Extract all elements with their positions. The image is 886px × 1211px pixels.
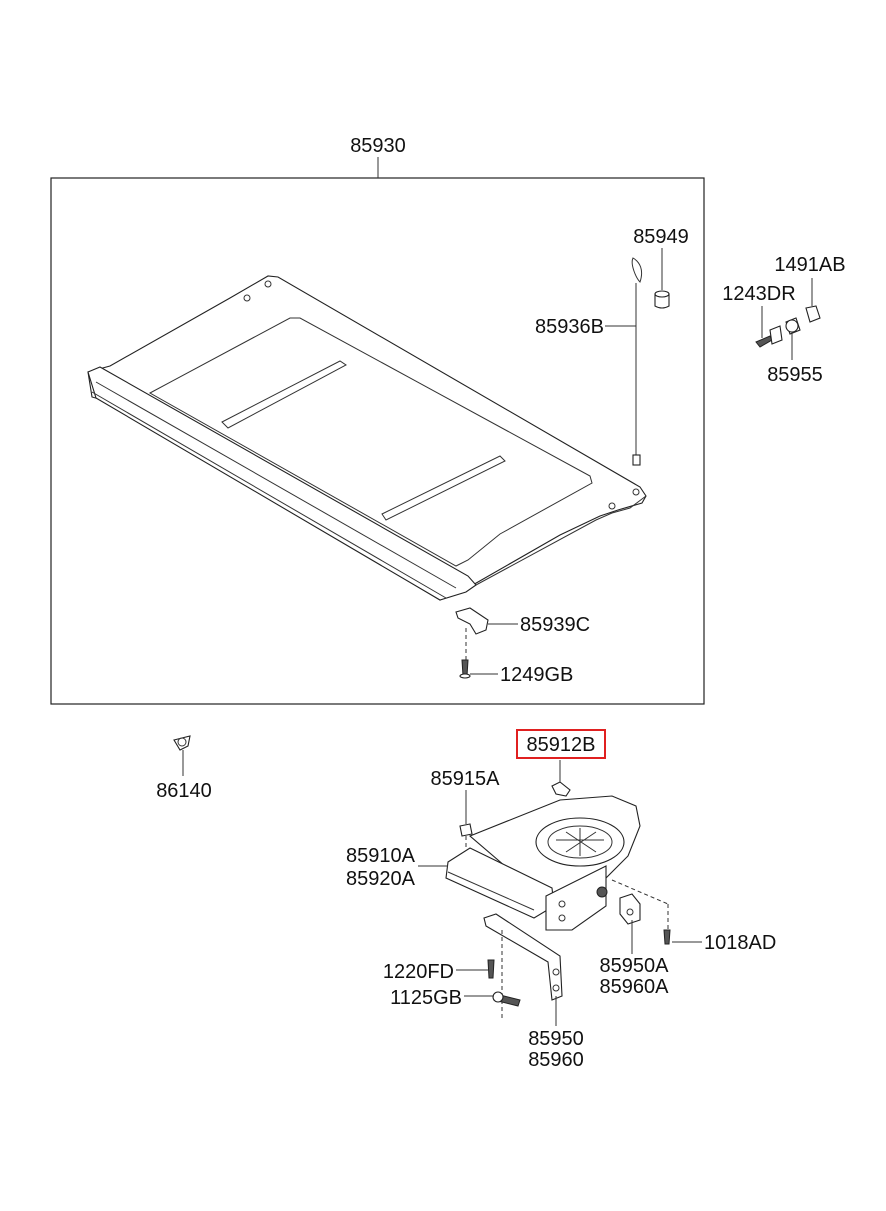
label-85910A[interactable]: 85910A (346, 845, 416, 867)
strap-wire-drawing (631, 257, 670, 466)
label-85920A[interactable]: 85920A (346, 868, 416, 890)
label-85950A[interactable]: 85950A (600, 955, 670, 977)
label-1125GB[interactable]: 1125GB (390, 987, 462, 1009)
label-85930[interactable]: 85930 (350, 135, 406, 157)
label-85949[interactable]: 85949 (633, 226, 689, 248)
label-85912B[interactable]: 85912B (527, 734, 596, 756)
label-86140[interactable]: 86140 (156, 780, 212, 802)
label-85915A[interactable]: 85915A (431, 768, 501, 790)
label-1249GB[interactable]: 1249GB (500, 664, 573, 686)
label-1220FD[interactable]: 1220FD (383, 961, 454, 983)
tire-tray-drawing (445, 781, 671, 1020)
label-1018AD[interactable]: 1018AD (704, 932, 776, 954)
label-85939C[interactable]: 85939C (520, 614, 590, 636)
label-85960[interactable]: 85960 (528, 1049, 584, 1071)
label-1243DR[interactable]: 1243DR (722, 283, 795, 305)
highlight-box-85912B (516, 729, 606, 759)
clip-86140-drawing (173, 735, 191, 751)
label-85960A[interactable]: 85960A (600, 976, 670, 998)
label-1491AB[interactable]: 1491AB (774, 254, 845, 276)
label-85936B[interactable]: 85936B (535, 316, 604, 338)
luggage-board-drawing (87, 275, 647, 601)
label-85950[interactable]: 85950 (528, 1028, 584, 1050)
clip-and-screw-drawing (455, 607, 489, 679)
hardware-cluster-drawing (755, 305, 821, 348)
label-85955[interactable]: 85955 (767, 364, 823, 386)
